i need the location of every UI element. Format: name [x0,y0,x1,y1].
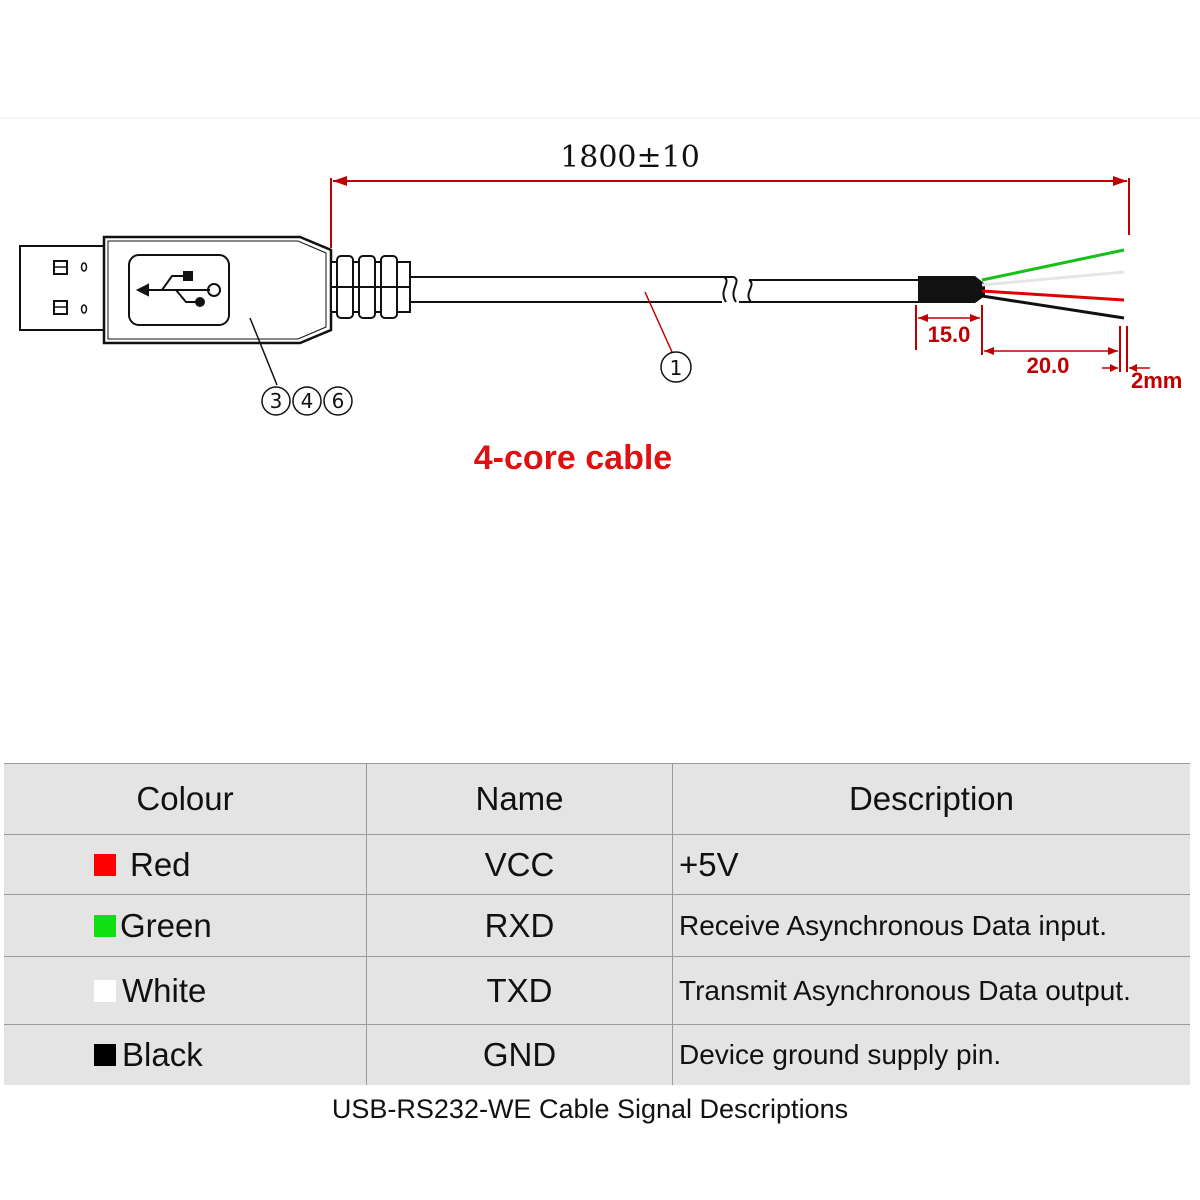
colour-swatch-black [94,1043,116,1066]
table-row: Black GND Device ground supply pin. [4,1024,1190,1085]
strain-relief [330,255,411,319]
signal-name: GND [366,1024,673,1085]
header-colour: Colour [4,763,367,835]
strip-dim-20: 20.0 [1027,353,1070,378]
signal-name: TXD [366,956,673,1025]
length-label: 1800±10 [560,140,700,175]
signal-description: Transmit Asynchronous Data output. [672,956,1190,1025]
signal-name: VCC [366,834,673,895]
table-caption: USB-RS232-WE Cable Signal Descriptions [331,1094,849,1124]
diagram-caption: 4-core cable [474,439,672,477]
signal-table: Colour Name Description Red VCC +5V Gree… [4,763,1190,1085]
cable-jacket [410,276,918,303]
signal-description: Device ground supply pin. [672,1024,1190,1085]
length-dimension: 1800±10 [330,140,1130,248]
svg-text:4: 4 [301,389,314,413]
strip-dimensions: 15.0 20.0 2mm [915,305,1182,393]
signal-description: +5V [672,834,1190,895]
table-row: White TXD Transmit Asynchronous Data out… [4,956,1190,1025]
colour-label: Black [122,1035,203,1073]
header-name: Name [366,763,673,835]
callout-connector: 3 4 6 [249,317,353,416]
usb-logo-icon [135,271,221,307]
strip-dim-15: 15.0 [928,322,971,347]
svg-text:3: 3 [270,389,283,413]
table-header-row: Colour Name Description [4,763,1190,835]
heat-shrink [918,276,985,303]
colour-label: White [122,971,207,1009]
strip-dim-2mm: 2mm [1131,368,1182,393]
colour-label: Red [130,845,191,883]
wire-white [981,270,1125,287]
wire-green [981,248,1125,282]
colour-swatch-red [94,853,116,876]
table-row: Red VCC +5V [4,834,1190,895]
colour-label: Green [120,906,212,944]
wire-red [981,289,1125,302]
colour-swatch-green [94,914,116,937]
signal-name: RXD [366,894,673,957]
wire-black [981,294,1125,320]
callout-cable: 1 [644,291,692,383]
usb-a-plug [19,245,105,331]
colour-swatch-white [94,979,116,1002]
connector-housing [102,235,333,345]
signal-description: Receive Asynchronous Data input. [672,894,1190,957]
wires [981,248,1125,320]
svg-text:1: 1 [670,356,683,380]
svg-text:6: 6 [332,389,345,413]
table-row: Green RXD Receive Asynchronous Data inpu… [4,894,1190,957]
cable-diagram: 1800±10 [0,117,1200,477]
header-description: Description [672,763,1190,835]
